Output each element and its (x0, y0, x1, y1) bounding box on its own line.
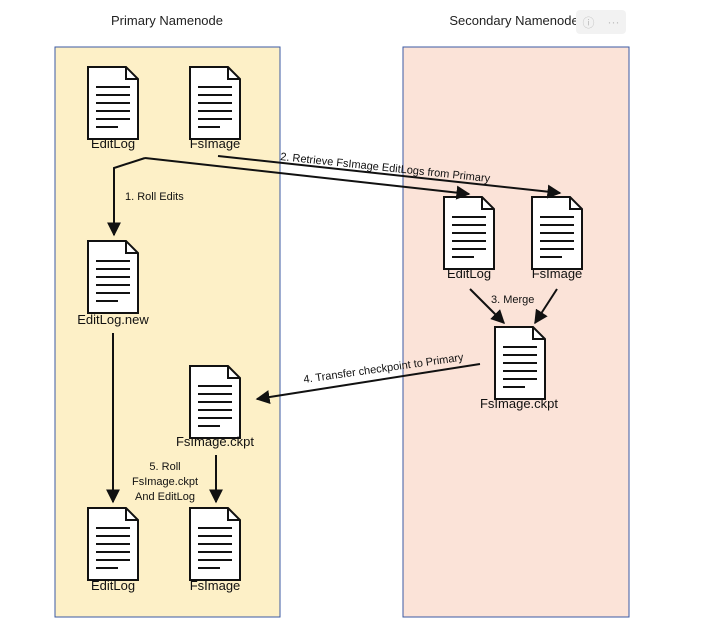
document-icon (87, 507, 139, 581)
document-icon (87, 66, 139, 140)
secondary-panel-title: Secondary Namenode (449, 13, 578, 28)
document-icon (443, 196, 495, 270)
step-merge: 3. Merge (491, 294, 534, 306)
document-icon (531, 196, 583, 270)
arrow-retrieve-editlog (144, 157, 471, 200)
doc-label: FsImage.ckpt (480, 396, 558, 411)
doc-label: EditLog (447, 266, 491, 281)
step-roll-line-1: 5. Roll (149, 461, 180, 473)
doc-label: FsImage (190, 578, 241, 593)
step-roll-edits: 1. Roll Edits (125, 191, 184, 203)
arrow-roll-edits (107, 157, 146, 237)
doc-fsimage-primary: FsImage (189, 66, 241, 151)
primary-panel-title: Primary Namenode (111, 13, 223, 28)
doc-label: FsImage (532, 266, 583, 281)
doc-editlog-primary: EditLog (87, 66, 139, 151)
arrow-merge-editlog (469, 288, 505, 324)
doc-fsimage-ckpt-primary: FsImage.ckpt (176, 365, 254, 449)
image-toolbar: ⓘ ··· (576, 10, 626, 34)
document-icon (189, 507, 241, 581)
document-icon (189, 365, 241, 439)
doc-fsimage-secondary: FsImage (531, 196, 583, 281)
arrow-transfer-checkpoint (255, 363, 481, 404)
arrow-merge-fsimage (534, 288, 558, 325)
doc-label: EditLog.new (77, 312, 149, 327)
document-icon (87, 240, 139, 314)
doc-label: FsImage (190, 136, 241, 151)
more-icon[interactable]: ··· (607, 15, 620, 29)
info-icon[interactable]: ⓘ (582, 15, 595, 30)
doc-label: FsImage.ckpt (176, 434, 254, 449)
arrow-retrieve-fsimage (217, 155, 562, 199)
document-icon (494, 326, 546, 400)
doc-editlog-secondary: EditLog (443, 196, 495, 281)
step-roll-line-3: And EditLog (135, 491, 195, 503)
doc-fsimage-ckpt-secondary: FsImage.ckpt (480, 326, 558, 411)
doc-label: EditLog (91, 136, 135, 151)
document-icon (189, 66, 241, 140)
doc-editlog-new: EditLog.new (77, 240, 149, 327)
doc-editlog-final: EditLog (87, 507, 139, 593)
doc-label: EditLog (91, 578, 135, 593)
doc-fsimage-final: FsImage (189, 507, 241, 593)
step-roll-line-2: FsImage.ckpt (132, 476, 198, 488)
